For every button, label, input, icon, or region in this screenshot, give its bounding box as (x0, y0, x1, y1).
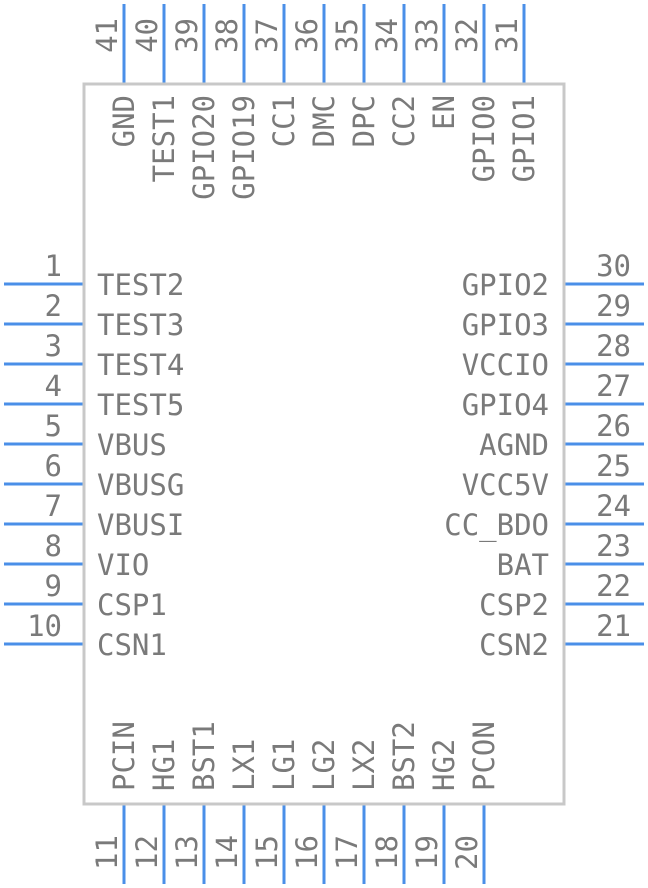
pin-name-18: BST2 (387, 721, 421, 791)
pin-number-28: 28 (596, 329, 631, 363)
pin-name-23: BAT (497, 548, 549, 582)
pin-name-22: CSP2 (479, 588, 549, 622)
pin-name-36: DMC (307, 95, 341, 147)
pin-name-11: PCIN (107, 721, 141, 791)
pin-name-37: CC1 (267, 95, 301, 147)
pin-number-8: 8 (45, 529, 62, 563)
pin-name-28: VCCIO (462, 348, 549, 382)
pin-name-1: TEST2 (97, 268, 184, 302)
pin-name-21: CSN2 (479, 628, 549, 662)
pin-name-16: LG2 (307, 739, 341, 791)
pin-name-30: GPIO2 (462, 268, 549, 302)
pin-name-13: BST1 (187, 721, 221, 791)
pin-name-39: GPIO20 (187, 95, 221, 200)
pin-number-1: 1 (45, 249, 62, 283)
pin-number-31: 31 (490, 18, 524, 53)
pin-number-18: 18 (370, 835, 404, 870)
pin-name-32: GPIO0 (467, 95, 501, 182)
pin-name-10: CSN1 (97, 628, 167, 662)
pin-number-34: 34 (370, 18, 404, 53)
pin-lines (4, 4, 644, 884)
pin-name-5: VBUS (97, 428, 167, 462)
pin-name-34: CC2 (387, 95, 421, 147)
pin-name-19: HG2 (427, 739, 461, 791)
pin-number-39: 39 (170, 18, 204, 53)
pin-number-6: 6 (45, 449, 62, 483)
pin-number-21: 21 (596, 609, 631, 643)
pin-number-41: 41 (90, 18, 124, 53)
pin-name-31: GPIO1 (507, 95, 541, 182)
pin-name-7: VBUSI (97, 508, 184, 542)
pin-name-2: TEST3 (97, 308, 184, 342)
pin-name-20: PCON (467, 721, 501, 791)
pin-name-26: AGND (479, 428, 549, 462)
pin-number-10: 10 (27, 609, 62, 643)
pin-name-41: GND (107, 95, 141, 147)
pin-name-29: GPIO3 (462, 308, 549, 342)
pin-number-14: 14 (210, 835, 244, 870)
pin-number-40: 40 (130, 18, 164, 53)
pin-number-32: 32 (450, 18, 484, 53)
pin-number-38: 38 (210, 18, 244, 53)
ic-body-outline (82, 82, 566, 806)
pin-number-19: 19 (410, 835, 444, 870)
pin-number-20: 20 (450, 835, 484, 870)
pin-name-3: TEST4 (97, 348, 184, 382)
pin-number-37: 37 (250, 18, 284, 53)
pin-name-4: TEST5 (97, 388, 184, 422)
pin-number-33: 33 (410, 18, 444, 53)
pin-name-40: TEST1 (147, 95, 181, 182)
pin-name-38: GPIO19 (227, 95, 261, 200)
pin-name-14: LX1 (227, 739, 261, 791)
pin-name-17: LX2 (347, 739, 381, 791)
pin-number-12: 12 (130, 835, 164, 870)
pin-number-23: 23 (596, 529, 631, 563)
pin-number-17: 17 (330, 835, 364, 870)
pin-number-4: 4 (45, 369, 62, 403)
pin-number-36: 36 (290, 18, 324, 53)
pin-number-3: 3 (45, 329, 62, 363)
pin-name-9: CSP1 (97, 588, 167, 622)
pin-number-30: 30 (596, 249, 631, 283)
pin-number-5: 5 (45, 409, 62, 443)
pin-number-16: 16 (290, 835, 324, 870)
pin-number-9: 9 (45, 569, 62, 603)
pin-number-25: 25 (596, 449, 631, 483)
pin-number-26: 26 (596, 409, 631, 443)
pin-number-2: 2 (45, 289, 62, 323)
pin-name-8: VIO (97, 548, 149, 582)
pin-name-35: DPC (347, 95, 381, 147)
pin-number-13: 13 (170, 835, 204, 870)
pin-number-11: 11 (90, 835, 124, 870)
pin-number-35: 35 (330, 18, 364, 53)
pin-name-6: VBUSG (97, 468, 184, 502)
pin-number-27: 27 (596, 369, 631, 403)
pin-name-12: HG1 (147, 739, 181, 791)
pin-name-25: VCC5V (462, 468, 549, 502)
pin-name-15: LG1 (267, 739, 301, 791)
pin-number-15: 15 (250, 835, 284, 870)
pin-name-27: GPIO4 (462, 388, 549, 422)
pin-number-22: 22 (596, 569, 631, 603)
pin-name-24: CC_BDO (444, 508, 549, 543)
pin-number-29: 29 (596, 289, 631, 323)
pin-name-33: EN (427, 95, 461, 130)
pin-number-24: 24 (596, 489, 631, 523)
pin-number-7: 7 (45, 489, 62, 523)
